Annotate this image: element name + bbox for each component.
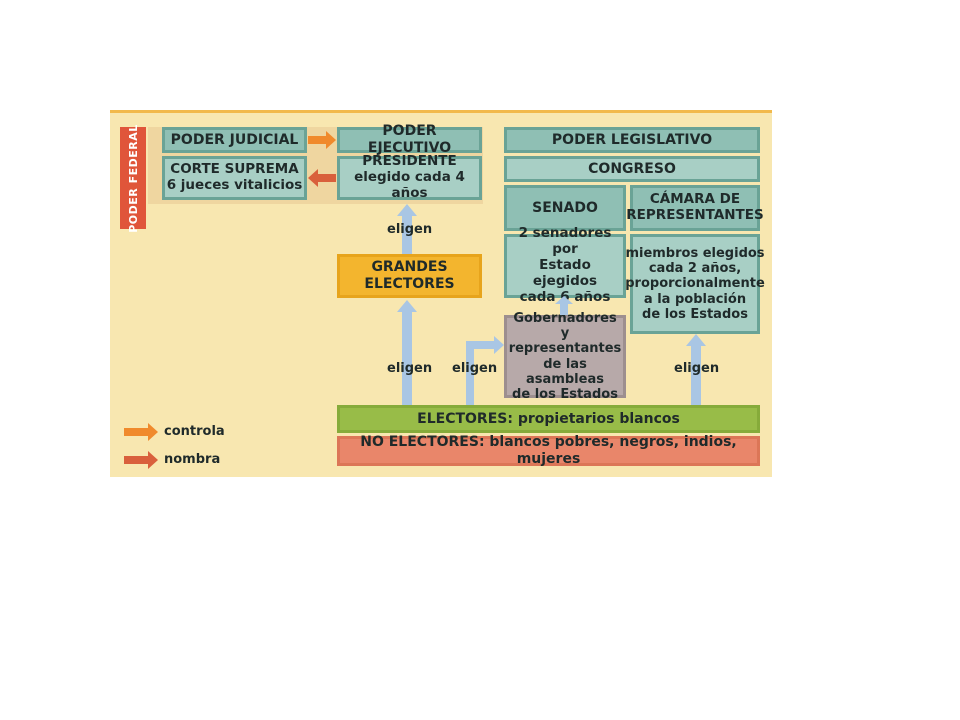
grandes-electores-box: GRANDES ELECTORES: [337, 254, 482, 298]
legend-nombra-arrow: [124, 451, 158, 469]
eligen-label-presidente: eligen: [387, 222, 433, 237]
congreso-box: CONGRESO: [504, 156, 760, 182]
camara-box: CÁMARA DE REPRESENTANTES: [626, 185, 764, 231]
senado-box: SENADO: [504, 185, 626, 231]
camara-body-box: miembros elegidos cada 2 años, proporcio…: [625, 234, 765, 334]
electores-bar: ELECTORES: propietarios blancos: [337, 405, 760, 433]
senado-body-box: 2 senadores por Estado ejegidos cada 6 a…: [504, 225, 626, 305]
poder-judicial-box: PODER JUDICIAL: [162, 127, 307, 153]
eligen-label-gobernadores: eligen: [452, 361, 498, 376]
presidente-box: PRESIDENTE elegido cada 4 años: [337, 153, 482, 201]
eligen-label-camara: eligen: [674, 361, 720, 376]
poder-ejecutivo-box: PODER EJECUTIVO: [337, 123, 482, 156]
no-electores-bar: NO ELECTORES: blancos pobres, negros, in…: [337, 434, 760, 467]
poder-legislativo-box: PODER LEGISLATIVO: [504, 127, 760, 153]
legend-controla-arrow: [124, 423, 158, 441]
legend-nombra-label: nombra: [164, 452, 221, 467]
legend-controla-label: controla: [164, 424, 225, 439]
poder-federal-tab: PODER FEDERAL: [120, 124, 146, 232]
eligen-arrows: [397, 204, 706, 405]
nombra-arrow: [308, 169, 336, 187]
corte-suprema-box: CORTE SUPREMA 6 jueces vitalicios: [162, 156, 307, 200]
eligen-label-grandes-electores: eligen: [387, 361, 433, 376]
controla-arrow: [308, 131, 336, 149]
